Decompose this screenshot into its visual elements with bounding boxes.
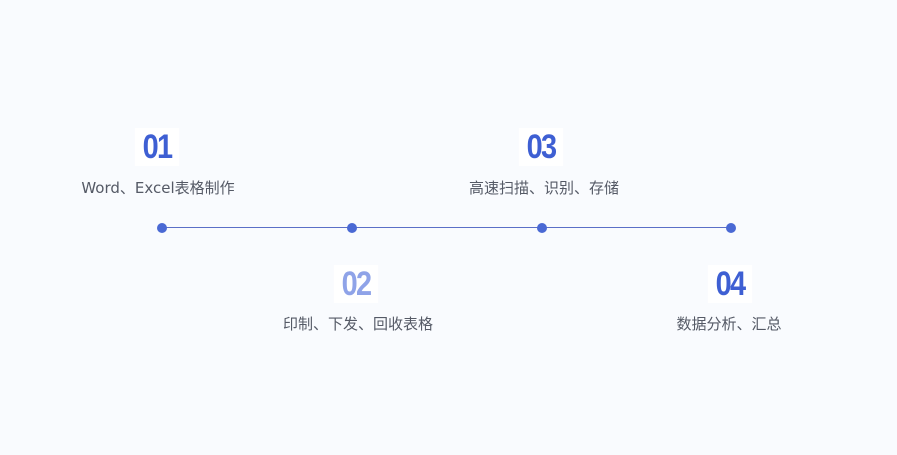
timeline-dot-3 [537,223,547,233]
step-3-number: 03 [518,128,564,166]
timeline-dot-2 [347,223,357,233]
timeline-line [162,227,731,228]
timeline-dot-4 [726,223,736,233]
step-4-label: 数据分析、汇总 [676,315,782,333]
step-1-number: 01 [134,128,180,166]
timeline-dot-1 [157,223,167,233]
step-1-label: Word、Excel表格制作 [81,179,235,197]
step-4-number: 04 [707,265,753,303]
step-3-label: 高速扫描、识别、存储 [468,179,619,197]
step-2-number: 02 [333,265,379,303]
step-2-label: 印制、下发、回收表格 [282,315,433,333]
